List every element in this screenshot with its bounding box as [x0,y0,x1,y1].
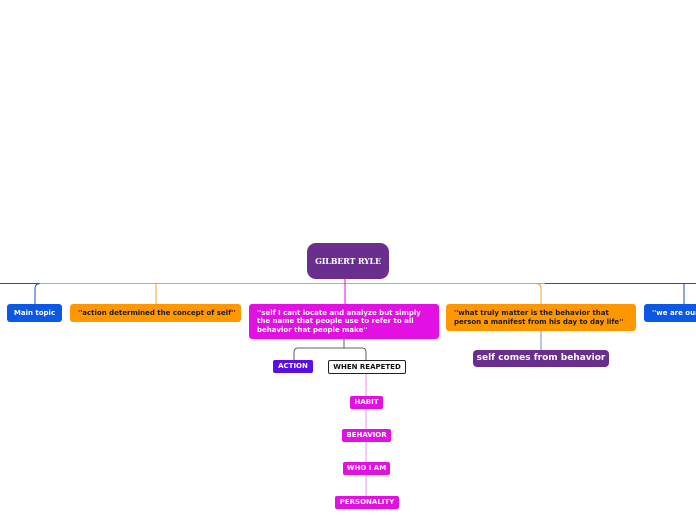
subtopic-behavior[interactable]: BEHAVIOR [342,429,391,442]
topic-self-cant-locate-label: ''self I cant locate and analyze but sim… [257,308,421,334]
subtopic-who-i-am-label: WHO I AM [346,464,387,473]
connector-self-cant-children [293,339,367,360]
connector-truly-matter [535,283,542,304]
subtopic-when-repeated[interactable]: WHEN REAPETED [328,360,406,374]
subtopic-personality[interactable]: PERSONALITY [335,496,399,509]
subtopic-behavior-label: BEHAVIOR [346,431,387,440]
subtopic-action-label: ACTION [278,362,308,371]
topic-we-are[interactable]: ''we are our [644,304,696,322]
topic-main-topic-label: Main topic [13,308,56,317]
topic-we-are-label: ''we are our [652,308,696,317]
subtopic-who-i-am[interactable]: WHO I AM [343,462,390,475]
subtopic-when-repeated-label: WHEN REAPETED [333,362,401,371]
connector-main-topic [34,283,41,304]
topic-self-cant-locate[interactable]: ''self I cant locate and analyze but sim… [249,304,439,339]
topic-main-topic[interactable]: Main topic [7,304,62,322]
topic-action-concept[interactable]: ''action determined the concept of self'… [70,304,241,322]
topic-action-concept-label: ''action determined the concept of self'… [78,308,236,317]
subtopic-self-comes-from-behavior[interactable]: self comes from behavior [473,350,609,367]
topic-truly-matter[interactable]: ''what truly matter is the behavior that… [446,304,636,331]
subtopic-self-comes-label: self comes from behavior [476,353,606,364]
central-topic-label: GILBERT RYLE [315,255,381,266]
subtopic-personality-label: PERSONALITY [339,498,395,507]
topic-truly-matter-label: ''what truly matter is the behavior that… [454,309,624,326]
central-topic-gilbert-ryle[interactable]: GILBERT RYLE [307,243,389,279]
subtopic-habit[interactable]: HABIT [350,396,383,409]
subtopic-action[interactable]: ACTION [273,360,313,373]
subtopic-habit-label: HABIT [354,398,379,407]
